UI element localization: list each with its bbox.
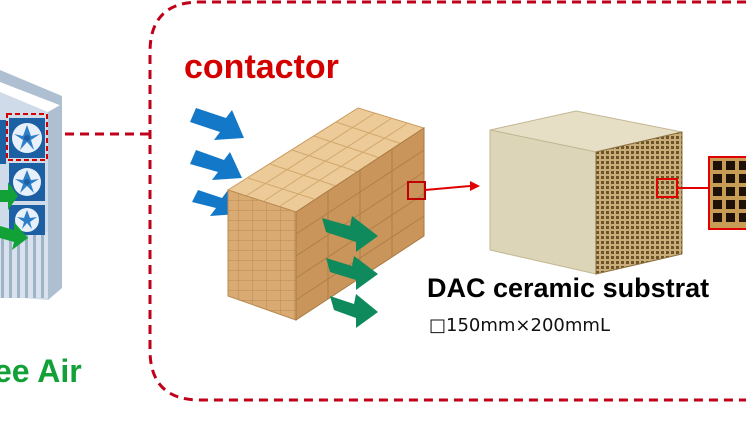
fan-highlight-box <box>6 113 48 161</box>
contactor-highlight-box <box>407 181 426 200</box>
dimensions-label: □150mm×200mmL <box>429 315 610 336</box>
fan-icon <box>0 120 6 164</box>
substrate-label: DAC ceramic substrat <box>427 273 710 303</box>
red-arrow-icon <box>424 181 480 191</box>
fan-icon <box>9 163 45 201</box>
blue-arrow-icon <box>190 108 244 216</box>
green-arrow-icon <box>322 216 378 328</box>
fan-icon <box>9 118 45 158</box>
dashed-frame <box>148 0 746 402</box>
green-arrow-icon <box>0 182 28 250</box>
air-label: ee Air <box>0 353 82 389</box>
contactor-label: contactor <box>184 48 339 86</box>
ceramic-substrate <box>489 110 683 275</box>
contactor-block <box>226 107 426 321</box>
zoomed-cells <box>708 156 746 230</box>
dac-unit <box>0 70 62 300</box>
